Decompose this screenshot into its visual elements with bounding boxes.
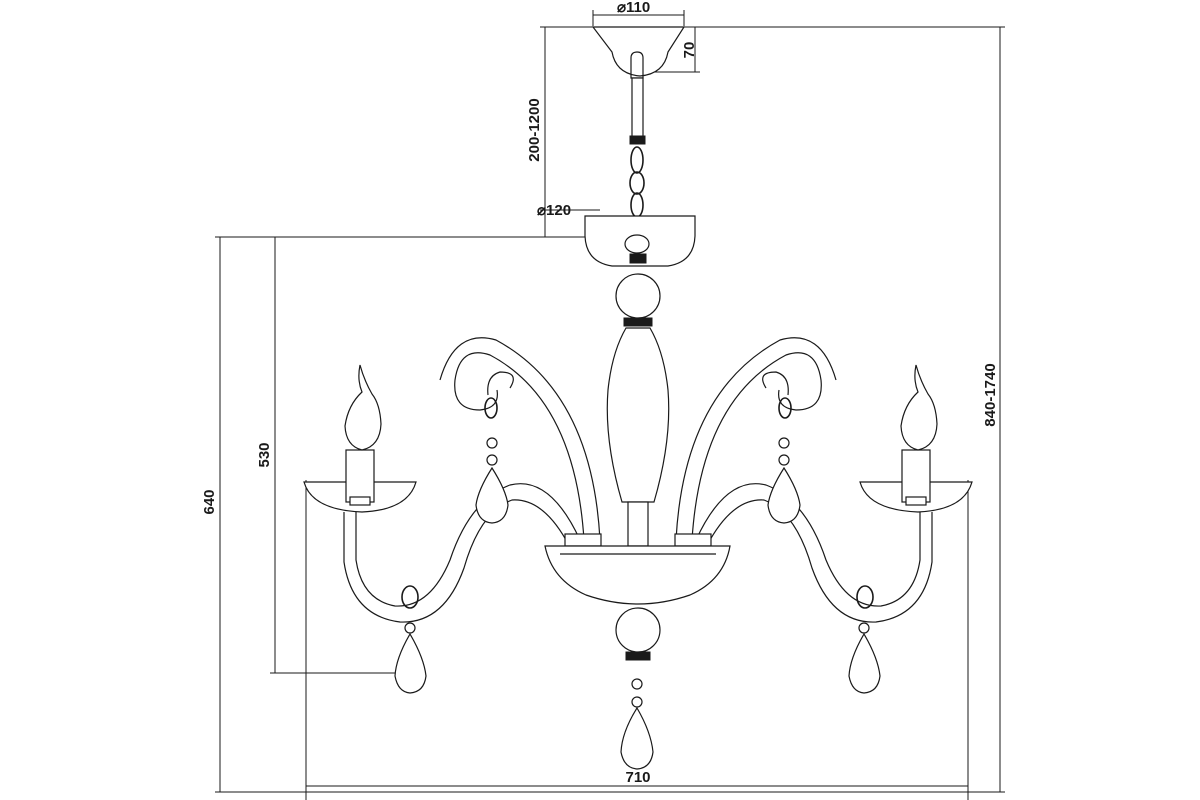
body-height-inner-label: 530 (256, 442, 273, 467)
body-height-outer-label: 640 (201, 489, 218, 514)
suspension-chain (629, 77, 646, 240)
chain-length-label: 200-1200 (526, 98, 543, 161)
width-label: 710 (625, 769, 650, 786)
canopy-height-label: 70 (681, 42, 698, 59)
upper-cup (584, 215, 696, 267)
center-bowl (544, 533, 731, 661)
central-stem (606, 273, 670, 547)
crystal-pendants (394, 397, 881, 770)
left-candle (303, 364, 417, 513)
right-candle (859, 364, 973, 513)
canopy-diameter-label: ⌀110 (617, 0, 650, 16)
total-height-label: 840-1740 (982, 363, 999, 426)
ceiling-canopy (591, 26, 686, 79)
cup-diameter-label: ⌀120 (537, 202, 571, 219)
